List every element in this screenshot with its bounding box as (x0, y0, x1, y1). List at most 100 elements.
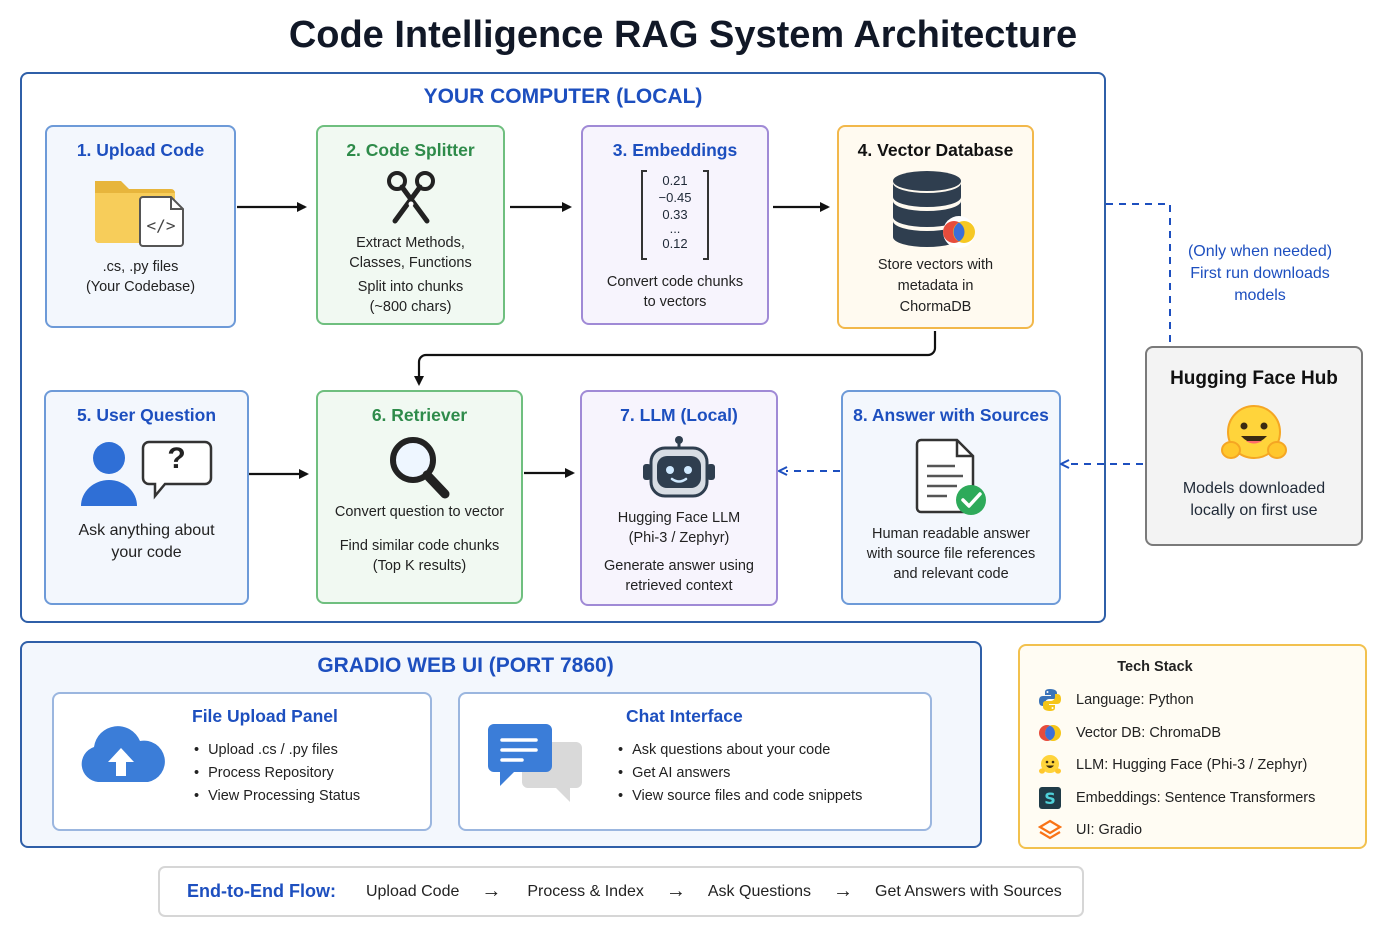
flow-step: Get Answers with Sources (875, 882, 1062, 900)
gradio-region-title: GRADIO WEB UI (PORT 7860) (317, 654, 614, 677)
answer-line2: with source file references (866, 546, 1036, 562)
file-upload-panel-title: File Upload Panel (192, 706, 338, 726)
vector-value: −0.45 (658, 190, 692, 205)
hub-line1: Models downloaded (1182, 480, 1326, 497)
user-question-line1: Ask anything about (78, 522, 215, 539)
tech-item-label: Embeddings: Sentence Transformers (1076, 789, 1316, 806)
svg-text:S: S (1044, 789, 1056, 808)
flow-step: Ask Questions (707, 882, 812, 900)
svg-text:</>: </> (146, 216, 175, 235)
llm-title: 7. LLM (Local) (620, 405, 738, 425)
code-splitter-line1: Extract Methods, (356, 235, 465, 251)
chat-item: View source files and code snippets (618, 785, 862, 808)
flow-arrow: → (833, 880, 854, 902)
flow-arrow: → (481, 880, 502, 902)
tech-item-label: Language: Python (1076, 692, 1194, 709)
hub-note-line2: First run downloads (1190, 265, 1330, 282)
user-question-card: 5. User Question ? Ask anything about yo… (44, 390, 249, 605)
tech-stack-title: Tech Stack (1117, 659, 1193, 675)
tech-item-gradio: UI: Gradio (1037, 814, 1357, 847)
chromadb-icon (1037, 720, 1063, 746)
llm-line3: Generate answer using (604, 558, 754, 574)
answer-line1: Human readable answer (872, 526, 1030, 542)
user-question-icon: ? (77, 436, 217, 508)
upload-code-line2: (Your Codebase) (85, 279, 196, 295)
tech-item-sentence-transformers: S Embeddings: Sentence Transformers (1037, 782, 1357, 815)
scissors-icon (318, 169, 503, 229)
vector-value: 0.33 (662, 207, 688, 222)
code-splitter-line3: Split into chunks (357, 279, 464, 295)
flow-arrow: → (665, 880, 686, 902)
retriever-card: 6. Retriever Convert question to vector … (316, 390, 523, 604)
upload-code-card: 1. Upload Code </> .cs, .py files (Your … (45, 125, 236, 328)
page-title: Code Intelligence RAG System Architectur… (288, 14, 1078, 56)
code-splitter-card: 2. Code Splitter Extract Methods, Classe… (316, 125, 505, 325)
retriever-line2: Find similar code chunks (339, 538, 500, 554)
vector-value: ... (669, 221, 681, 236)
file-upload-item: View Processing Status (194, 785, 360, 808)
llm-line2: (Phi-3 / Zephyr) (628, 530, 730, 546)
python-icon (1037, 687, 1063, 713)
hugging-face-icon (1037, 752, 1063, 778)
answer-line3: and relevant code (893, 566, 1009, 582)
chat-interface-title: Chat Interface (626, 706, 743, 726)
file-upload-item: Upload .cs / .py files (194, 739, 360, 762)
gradio-icon (1037, 817, 1063, 843)
tech-item-hugging-face: LLM: Hugging Face (Phi-3 / Zephyr) (1037, 749, 1357, 782)
vector-matrix: 0.21 −0.45 0.33 ... 0.12 (641, 170, 709, 260)
hugging-face-hub-card: Hugging Face Hub Models downloaded local… (1145, 346, 1363, 546)
code-splitter-title: 2. Code Splitter (346, 140, 475, 160)
hub-line2: locally on first use (1190, 502, 1318, 519)
embeddings-card: 3. Embeddings 0.21 −0.45 0.33 ... 0.12 C… (581, 125, 769, 325)
retriever-title: 6. Retriever (371, 405, 468, 425)
llm-line4: retrieved context (625, 578, 733, 594)
local-region-title: YOUR COMPUTER (LOCAL) (423, 85, 703, 108)
file-upload-panel: File Upload Panel Upload .cs / .py files… (52, 692, 432, 831)
chat-interface-panel: Chat Interface Ask questions about your … (458, 692, 932, 831)
code-splitter-line4: (~800 chars) (369, 299, 452, 315)
vector-database-line1: Store vectors with (877, 257, 994, 273)
vector-database-title: 4. Vector Database (857, 140, 1014, 160)
flow-step: Process & Index (527, 882, 644, 900)
end-to-end-flow-bar: End-to-End Flow: Upload Code → Process &… (158, 866, 1084, 917)
database-icon (839, 169, 1032, 253)
vector-value: 0.21 (662, 173, 688, 188)
tech-item-chromadb: Vector DB: ChromaDB (1037, 717, 1357, 750)
local-region (20, 72, 1106, 623)
magnifier-icon (318, 434, 521, 502)
tech-stack-panel: Tech Stack Language: Python Vector DB: C… (1018, 644, 1367, 849)
upload-code-title: 1. Upload Code (76, 140, 205, 160)
vector-value: 0.12 (662, 236, 688, 251)
embeddings-line1: Convert code chunks (606, 274, 744, 290)
tech-item-label: Vector DB: ChromaDB (1076, 724, 1222, 741)
hub-note-line3: models (1234, 287, 1286, 304)
flow-step: Upload Code (365, 882, 460, 900)
chat-item: Ask questions about your code (618, 739, 862, 762)
tech-item-python: Language: Python (1037, 684, 1357, 717)
folder-code-icon: </> (47, 171, 234, 249)
question-mark: ? (167, 442, 186, 475)
flow-label: End-to-End Flow: (187, 881, 336, 901)
hub-note: (Only when needed) First run downloads m… (1160, 241, 1360, 307)
vector-database-line3: ChormaDB (899, 299, 972, 315)
code-splitter-line2: Classes, Functions (349, 255, 472, 271)
sentence-transformers-icon: S (1037, 785, 1063, 811)
cloud-upload-icon (76, 724, 166, 793)
hub-title: Hugging Face Hub (1170, 368, 1338, 389)
robot-icon (582, 436, 776, 500)
answer-card: 8. Answer with Sources Human readable an… (841, 390, 1061, 605)
user-question-line2: your code (111, 544, 182, 561)
retriever-line1: Convert question to vector (334, 504, 505, 520)
llm-card: 7. LLM (Local) Hugging Face LLM (Phi-3 /… (580, 390, 778, 606)
vector-database-line2: metadata in (897, 278, 974, 294)
user-question-title: 5. User Question (76, 405, 217, 425)
chat-item: Get AI answers (618, 762, 862, 785)
embeddings-title: 3. Embeddings (612, 140, 738, 160)
file-upload-item: Process Repository (194, 762, 360, 785)
retriever-line3: (Top K results) (372, 558, 467, 574)
upload-code-line1: .cs, .py files (102, 259, 179, 275)
document-check-icon (843, 436, 1059, 520)
answer-title: 8. Answer with Sources (853, 405, 1049, 425)
llm-line1: Hugging Face LLM (617, 510, 741, 526)
chat-bubbles-icon (486, 722, 586, 811)
